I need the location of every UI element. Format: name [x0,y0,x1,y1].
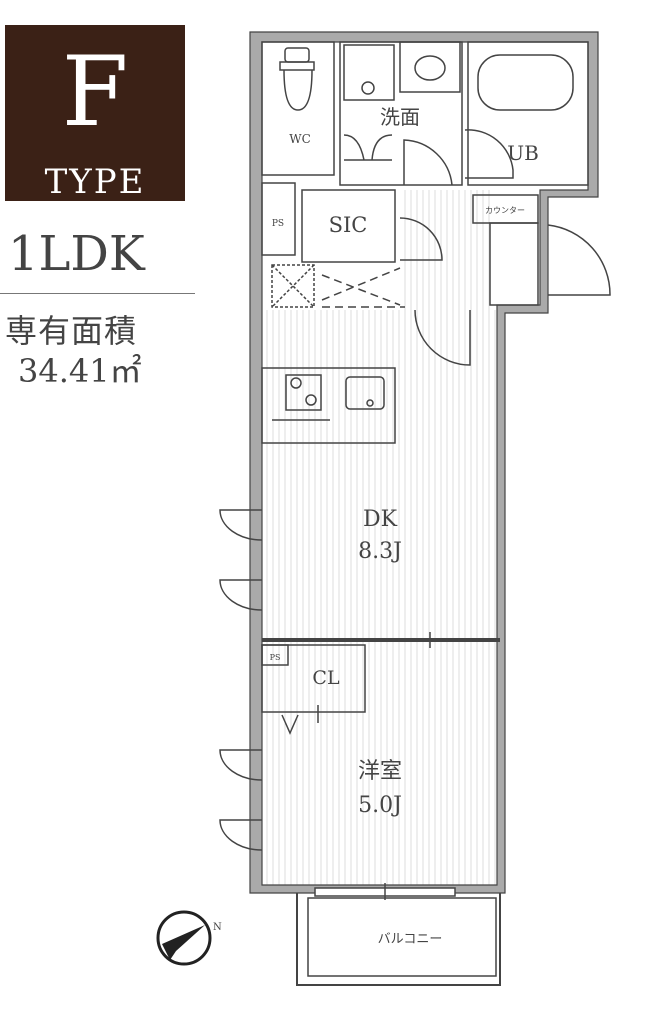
label-washroom: 洗面 [380,105,420,129]
hall-door-icon [414,309,471,366]
layout-type: 1LDK [8,226,145,282]
type-letter: F [61,36,129,148]
closet [261,644,366,713]
label-wc: WC [289,132,311,146]
label-dk-size: 8.3J [358,539,402,564]
area-value: 34.41㎡ [18,352,142,390]
compass-icon: N [156,910,222,966]
sic-door-icon [399,217,443,261]
compass-north-label: N [213,922,222,933]
label-bedroom: 洋室 [358,759,402,784]
label-counter: カウンター [485,206,525,215]
label-dk: DK [363,507,398,532]
label-ps-small: PS [270,653,281,662]
toilet-bowl-icon [279,61,315,111]
label-ps: PS [272,219,284,229]
sic-room [301,189,396,263]
shoe-closet [271,264,315,308]
pipe-space-small [261,644,289,666]
label-cl: CL [312,667,340,689]
kitchen-counter [261,367,396,444]
label-sic: SIC [329,213,368,237]
bath-door-icon [464,129,514,179]
label-bedroom-size: 5.0J [358,793,402,818]
bathroom [467,41,589,186]
toilet-icon [284,47,310,63]
entrance-door-icon [547,224,611,296]
label-ub: UB [507,141,539,165]
closet-door-icon [343,134,393,161]
type-badge: F TYPE [2,22,188,204]
divider [0,293,195,294]
balcony [296,893,501,986]
window-icon [219,509,263,851]
bathtub-icon [477,54,574,111]
area-label: 専有面積 [5,312,138,350]
floor-texture [262,310,500,885]
sink-icon [399,41,461,93]
entrance [489,222,539,306]
kitchen-sink-icon [345,376,385,410]
stove-icon [290,377,302,389]
washroom-door-icon [403,139,453,186]
label-balcony: バルコニー [378,932,443,947]
wc-room [261,41,335,176]
type-label: TYPE [44,162,146,202]
washer-icon [343,44,395,101]
pipe-space [261,182,296,256]
